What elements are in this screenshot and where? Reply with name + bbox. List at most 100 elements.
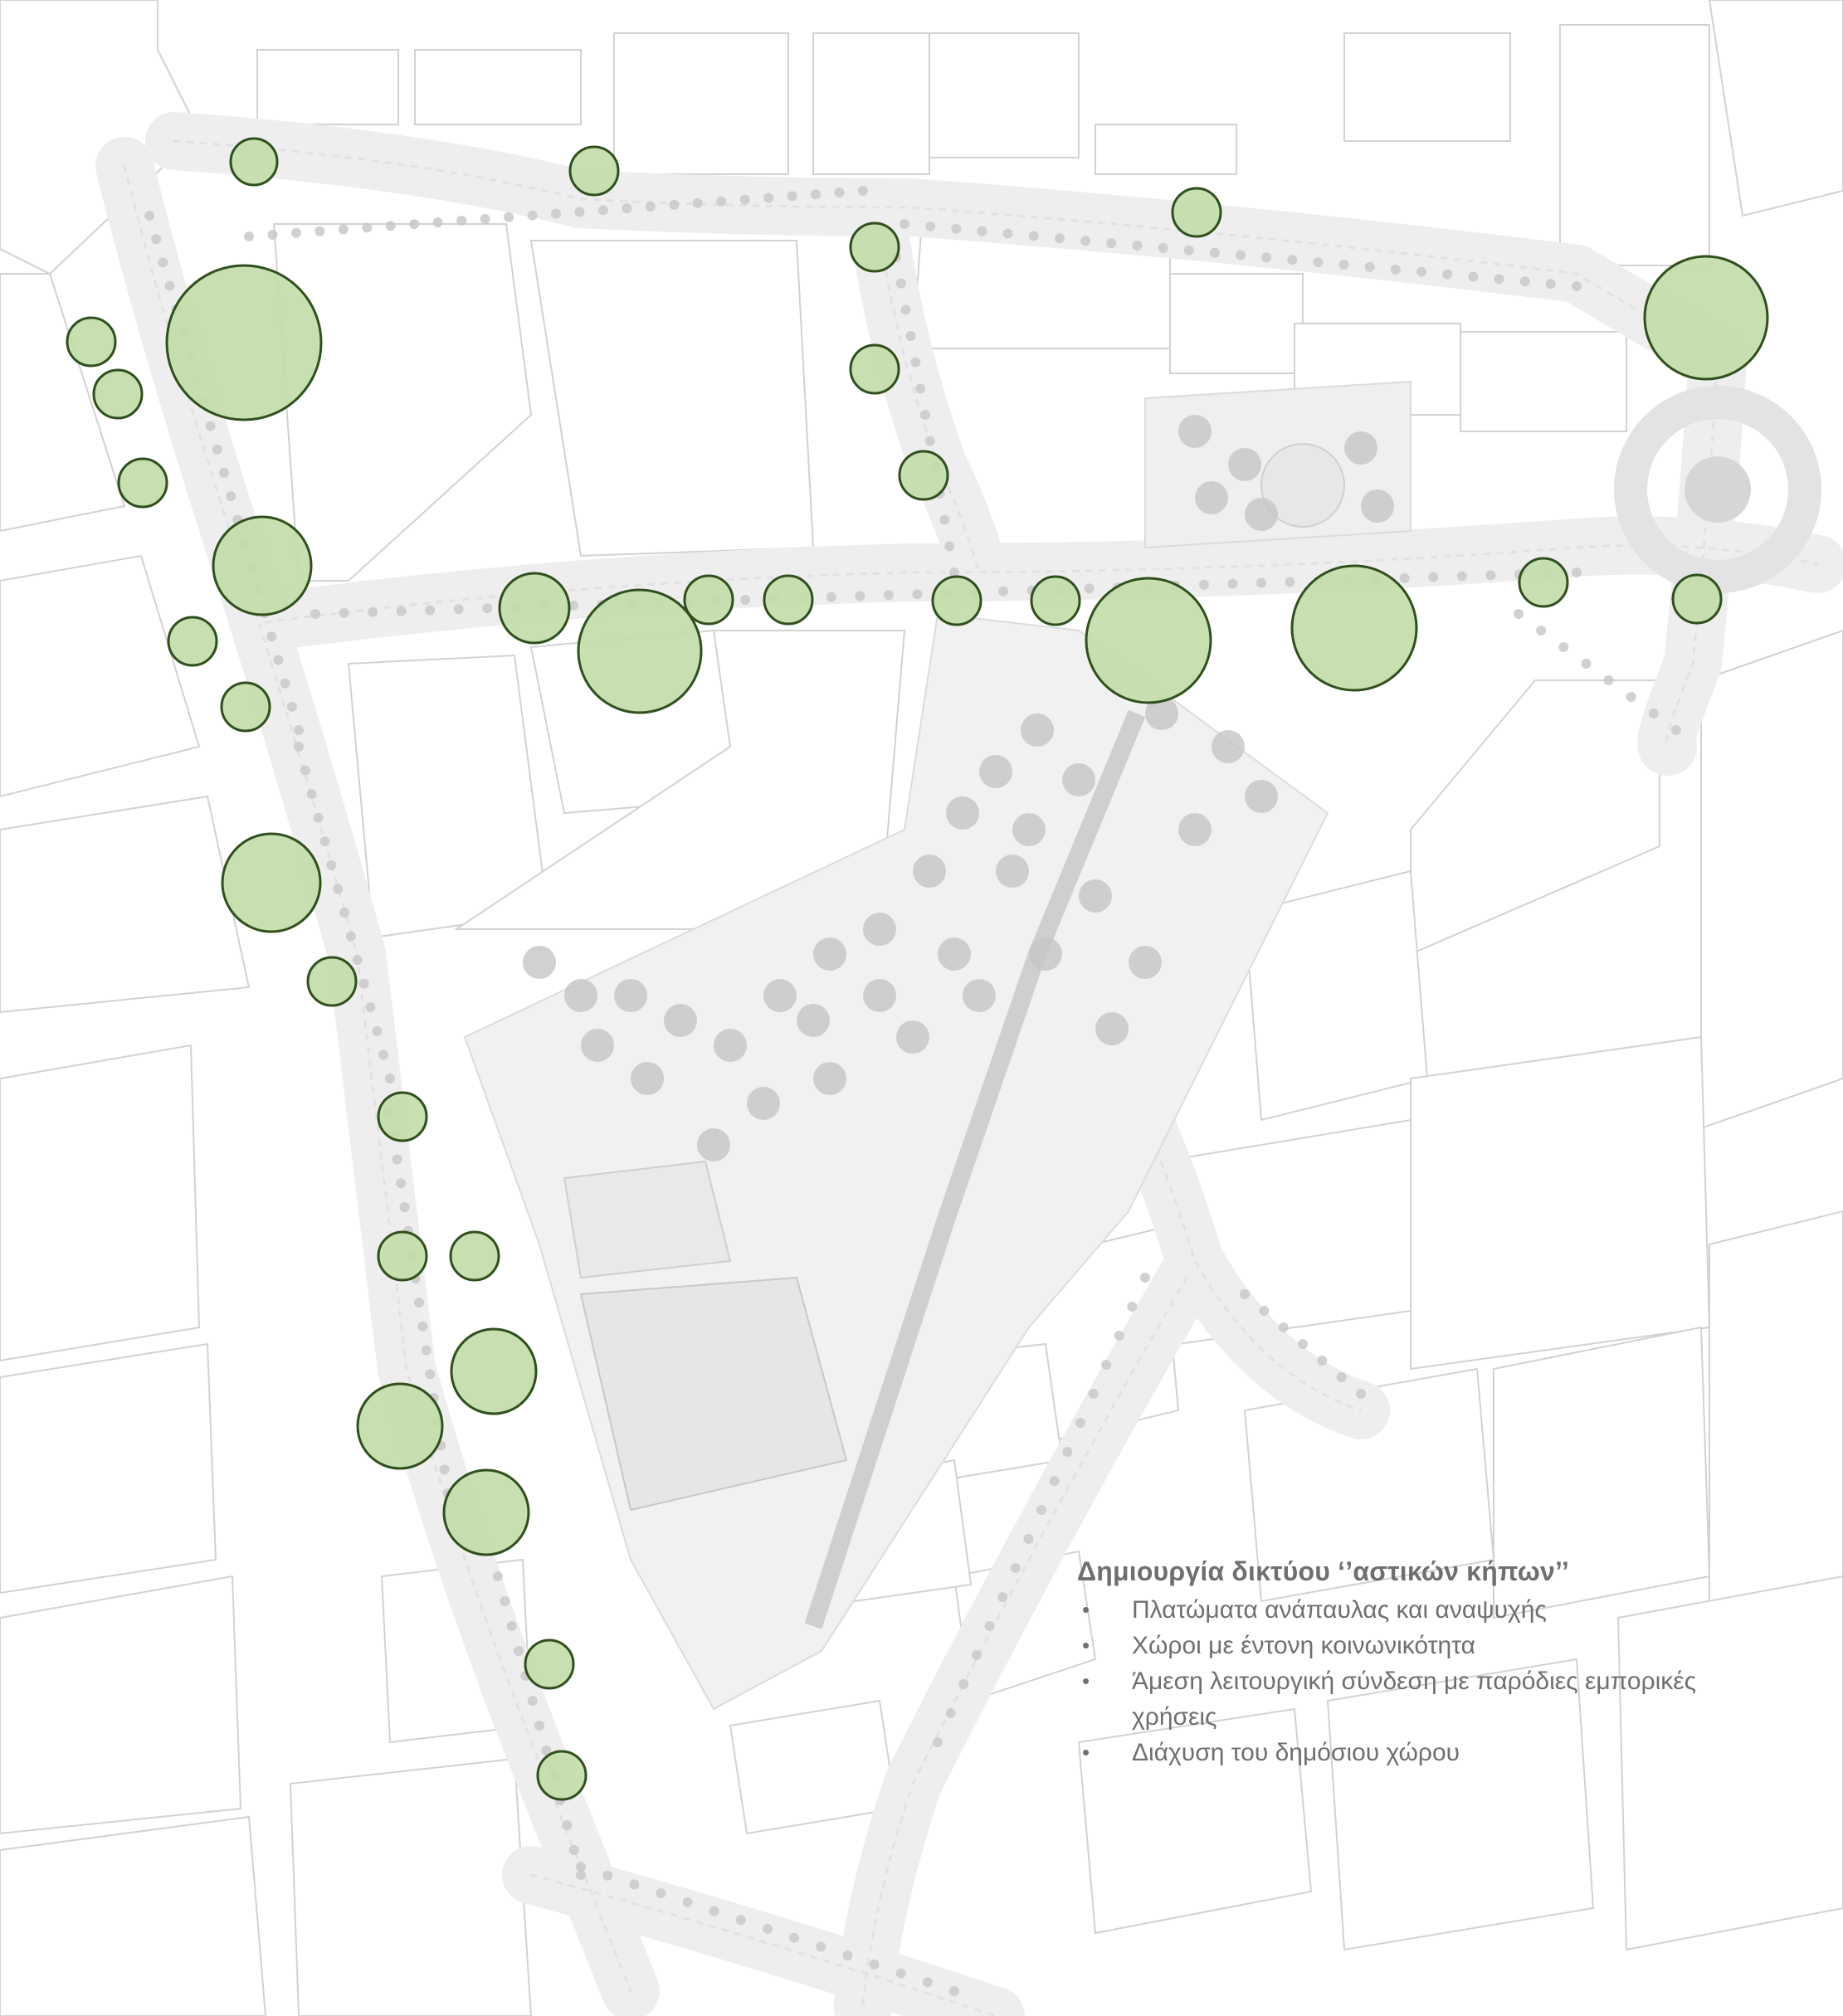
tree-canopy-icon bbox=[1364, 261, 1375, 272]
tree-canopy-icon bbox=[977, 226, 987, 236]
legend-item-text: Πλατώματα ανάπαυλας και αναψυχής bbox=[1132, 1596, 1547, 1624]
tree-canopy-icon bbox=[326, 859, 337, 870]
tree-canopy-icon bbox=[797, 1004, 830, 1037]
building-footprint bbox=[272, 223, 533, 582]
green-circle-icon bbox=[442, 1468, 530, 1556]
tree-canopy-icon bbox=[219, 468, 229, 478]
green-circle-icon bbox=[931, 575, 982, 626]
tree-canopy-icon bbox=[392, 1154, 402, 1165]
tree-canopy-icon bbox=[244, 231, 254, 241]
green-circle-icon bbox=[1290, 564, 1418, 692]
tree-canopy-icon bbox=[922, 1977, 933, 1988]
tree-canopy-icon bbox=[855, 591, 865, 601]
green-circle-icon bbox=[220, 681, 271, 733]
tree-canopy-icon bbox=[339, 908, 349, 918]
tree-canopy-icon bbox=[1545, 279, 1556, 290]
tree-canopy-icon bbox=[527, 210, 538, 221]
tree-canopy-icon bbox=[1227, 578, 1238, 589]
building-footprint bbox=[289, 1757, 533, 2016]
tree-canopy-icon bbox=[1036, 1505, 1046, 1515]
tree-canopy-icon bbox=[365, 1002, 376, 1013]
building-footprint bbox=[613, 32, 789, 175]
tree-canopy-icon bbox=[1468, 271, 1479, 282]
park-area bbox=[463, 380, 1412, 1711]
legend-item-text: Διάχυση του δημόσιου χώρου bbox=[1132, 1739, 1460, 1766]
tree-canopy-icon bbox=[1519, 276, 1530, 287]
tree-canopy-icon bbox=[813, 937, 846, 971]
tree-canopy-icon bbox=[1088, 1389, 1099, 1399]
tree-canopy-icon bbox=[669, 199, 680, 210]
tree-canopy-icon bbox=[740, 594, 751, 605]
tree-canopy-icon bbox=[1336, 1372, 1347, 1382]
tree-canopy-icon bbox=[863, 913, 896, 946]
tree-canopy-icon bbox=[338, 224, 349, 235]
pedestrian-ramp bbox=[804, 709, 1146, 1629]
tree-canopy-icon bbox=[1313, 257, 1324, 268]
tree-canopy-icon bbox=[362, 222, 373, 233]
tree-canopy-icon bbox=[339, 607, 349, 618]
building-footprint bbox=[1410, 679, 1660, 956]
tree-canopy-icon bbox=[1245, 780, 1278, 813]
tree-canopy-icon bbox=[1209, 247, 1220, 258]
tree-canopy-icon bbox=[910, 357, 921, 368]
building-footprint bbox=[1077, 1707, 1313, 1935]
legend: Δημιουργία δικτύου ‘’αστικών κήπων’’ •Πλ… bbox=[1077, 1556, 1708, 1770]
tree-canopy-icon bbox=[1361, 489, 1394, 523]
tree-canopy-icon bbox=[1494, 274, 1504, 285]
tree-canopy-icon bbox=[144, 211, 154, 221]
tree-canopy-icon bbox=[1485, 570, 1496, 581]
tree-canopy-icon bbox=[1572, 567, 1582, 577]
tree-canopy-icon bbox=[951, 223, 962, 234]
tree-canopy-icon bbox=[378, 1049, 389, 1060]
legend-item: •Πλατώματα ανάπαυλας και αναψυχής bbox=[1077, 1592, 1708, 1628]
tree-canopy-icon bbox=[534, 1721, 544, 1731]
tree-canopy-icon bbox=[1256, 577, 1266, 588]
tree-canopy-icon bbox=[425, 605, 436, 616]
building-footprint bbox=[812, 32, 930, 175]
tree-canopy-icon bbox=[946, 796, 979, 830]
tree-canopy-icon bbox=[1245, 498, 1278, 531]
tree-canopy-icon bbox=[576, 1870, 586, 1880]
tree-canopy-icon bbox=[396, 1178, 407, 1189]
green-circle-icon bbox=[849, 222, 900, 273]
building-footprint bbox=[929, 32, 1080, 158]
bullet-icon: • bbox=[1082, 1740, 1090, 1765]
tree-canopy-icon bbox=[709, 1906, 719, 1916]
tree-canopy-icon bbox=[306, 789, 317, 800]
tree-canopy-icon bbox=[1075, 1418, 1085, 1428]
green-circle-icon bbox=[568, 145, 620, 197]
tree-canopy-icon bbox=[421, 1345, 431, 1356]
tree-canopy-icon bbox=[1356, 1389, 1366, 1399]
tree-canopy-icon bbox=[368, 606, 378, 617]
tree-canopy-icon bbox=[998, 586, 1009, 597]
tree-canopy-icon bbox=[692, 197, 703, 208]
roundabout bbox=[1614, 386, 1821, 593]
tree-canopy-icon bbox=[1236, 250, 1246, 261]
tree-canopy-icon bbox=[858, 186, 868, 196]
tree-canopy-icon bbox=[1285, 577, 1295, 587]
tree-canopy-icon bbox=[506, 1621, 517, 1631]
tree-canopy-icon bbox=[1054, 233, 1065, 244]
tree-canopy-icon bbox=[883, 590, 894, 601]
tree-canopy-icon bbox=[863, 979, 896, 1012]
tree-canopy-icon bbox=[697, 1128, 730, 1161]
tree-canopy-icon bbox=[319, 836, 330, 847]
tree-canopy-icon bbox=[1338, 260, 1349, 270]
tree-canopy-icon bbox=[576, 1862, 586, 1872]
tree-canopy-icon bbox=[1259, 1306, 1270, 1316]
tree-canopy-icon bbox=[900, 219, 909, 229]
green-circle-icon bbox=[898, 450, 949, 501]
tree-canopy-icon bbox=[1648, 709, 1659, 718]
legend-item: •Άμεση λειτουργική σύνδεση με παρόδιες ε… bbox=[1077, 1663, 1708, 1735]
tree-canopy-icon bbox=[493, 1571, 503, 1581]
green-circle-icon bbox=[498, 572, 571, 645]
tree-canopy-icon bbox=[1416, 266, 1427, 277]
tree-canopy-icon bbox=[1456, 571, 1467, 582]
tree-canopy-icon bbox=[482, 603, 493, 614]
tree-canopy-icon bbox=[1158, 242, 1168, 253]
tree-canopy-icon bbox=[294, 725, 304, 735]
roundabout-island bbox=[1685, 456, 1751, 523]
green-circle-icon bbox=[683, 574, 734, 626]
tree-canopy-icon bbox=[920, 410, 930, 420]
